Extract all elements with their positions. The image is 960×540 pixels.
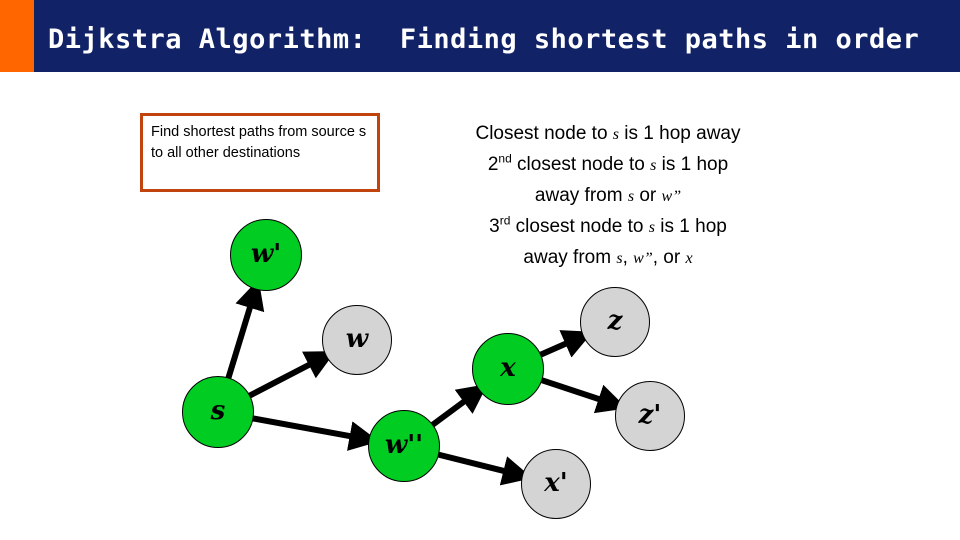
graph-edge-w2-to-x1 (436, 451, 533, 486)
explanation-line-1-var-s: s (612, 126, 620, 143)
graph-node-label-s: s (210, 396, 226, 426)
graph-node-label-x: x (500, 353, 516, 383)
page-title: Dijkstra Algorithm: Finding shortest pat… (48, 24, 920, 55)
explanation-line-2-part-a: closest node to (511, 154, 651, 175)
explanation-line-1: Closest node to s is 1 hop away (408, 119, 808, 150)
graph-node-label-w1: w' (250, 239, 282, 269)
explanation-line-5-part-b: , (622, 247, 634, 268)
explanation-line-5-var-x: x (685, 250, 693, 267)
explanation-line-4-number: 3 (489, 216, 500, 237)
explanation-block: Closest node to s is 1 hop away 2nd clos… (408, 119, 808, 274)
graph-node-w1[interactable]: w' (230, 219, 302, 291)
graph-node-label-w2: w'' (384, 430, 424, 460)
explanation-line-2-number: 2 (487, 154, 499, 175)
explanation-line-4-ordinal: rd (499, 213, 511, 228)
explanation-line-4-var-s: s (648, 219, 656, 236)
explanation-line-5-part-c: , or (652, 247, 686, 268)
explanation-line-5: away from s, w”, or x (408, 243, 808, 274)
explanation-line-5-var-s: s (616, 250, 623, 267)
graph-node-z1[interactable]: z' (615, 381, 685, 451)
graph-node-w[interactable]: w (322, 305, 392, 375)
explanation-line-5-part-a: away from (523, 247, 617, 268)
explanation-line-5-var-w2: w” (633, 250, 653, 267)
slide-header-band (0, 0, 960, 72)
explanation-line-2-var-s: s (650, 157, 657, 174)
explanation-line-4-part-b: is 1 hop (655, 216, 727, 237)
graph-edge-x-to-z1 (539, 376, 628, 414)
graph-node-label-z: z (607, 306, 623, 336)
graph-node-s[interactable]: s (182, 376, 254, 448)
explanation-line-3-var-w2: w” (661, 188, 682, 205)
explanation-line-2-ordinal: nd (498, 151, 512, 166)
graph-node-label-w: w (345, 324, 369, 354)
callout-text: Find shortest paths from source s to all… (151, 124, 367, 161)
graph-edge-s-to-w1 (225, 279, 265, 381)
graph-node-z[interactable]: z (580, 287, 650, 357)
explanation-line-4: 3rd closest node to s is 1 hop (408, 212, 808, 243)
graph-edge-s-to-w2 (250, 415, 380, 451)
graph-node-label-x1: x' (544, 468, 568, 498)
explanation-line-3-part-a: away from (534, 185, 628, 206)
graph-node-label-z1: z' (638, 400, 662, 430)
graph-edge-w2-to-x (429, 383, 488, 429)
graph-edge-x-to-z (537, 330, 593, 359)
explanation-line-3-part-b: or (634, 185, 662, 206)
callout-box: Find shortest paths from source s to all… (140, 113, 380, 192)
explanation-line-3-var-s: s (627, 188, 635, 205)
graph-node-x[interactable]: x (472, 333, 544, 405)
graph-edge-s-to-w (246, 351, 336, 400)
explanation-line-2-part-b: is 1 hop (656, 154, 729, 175)
explanation-line-1-part-a: Closest node to (475, 123, 613, 144)
graph-node-w2[interactable]: w'' (368, 410, 440, 482)
explanation-line-4-part-a: closest node to (510, 216, 649, 237)
graph-node-x1[interactable]: x' (521, 449, 591, 519)
explanation-line-2: 2nd closest node to s is 1 hop (408, 150, 808, 181)
header-accent-bar (0, 0, 34, 72)
explanation-line-1-part-b: is 1 hop away (619, 123, 741, 144)
explanation-line-3: away from s or w” (408, 181, 808, 212)
